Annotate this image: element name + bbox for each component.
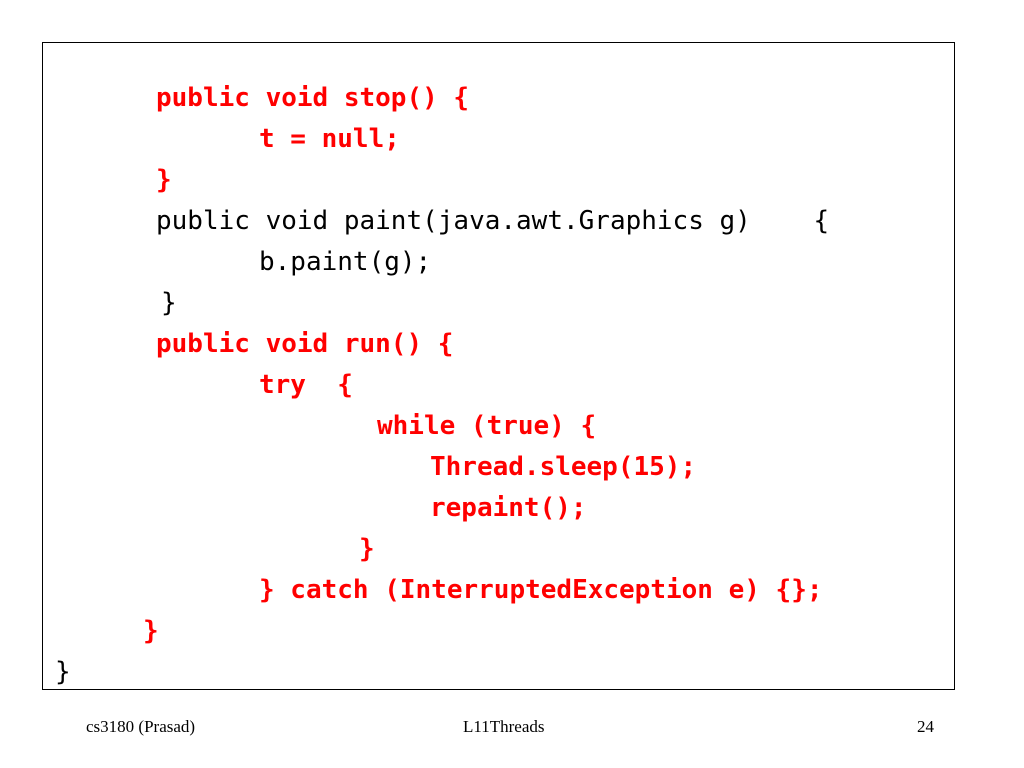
code-line-thread-sleep: Thread.sleep(15);	[430, 452, 697, 482]
code-line-repaint: repaint();	[430, 493, 587, 523]
code-line-run-signature: public void run() {	[156, 329, 454, 359]
code-line-while: while (true) {	[377, 411, 597, 441]
code-line-stop-close: }	[156, 165, 172, 195]
footer-lecture-title: L11Threads	[463, 717, 545, 736]
footer-course: cs3180 (Prasad)	[86, 717, 196, 736]
code-line-paint-signature: public void paint(java.awt.Graphics g) {	[156, 206, 830, 236]
code-line-catch: } catch (InterruptedException e) {};	[259, 575, 823, 605]
code-line-stop-signature: public void stop() {	[156, 83, 470, 113]
footer-page-number: 24	[917, 717, 934, 736]
code-line-class-close: }	[55, 657, 71, 687]
code-box: public void stop() { t = null; } public …	[42, 42, 955, 690]
code-line-paint-close: }	[161, 288, 177, 318]
code-line-t-null: t = null;	[259, 124, 400, 154]
code-line-while-close: }	[359, 534, 375, 564]
code-line-run-close: }	[143, 616, 159, 646]
code-line-try: try {	[259, 370, 353, 400]
code-line-b-paint: b.paint(g);	[259, 247, 432, 277]
